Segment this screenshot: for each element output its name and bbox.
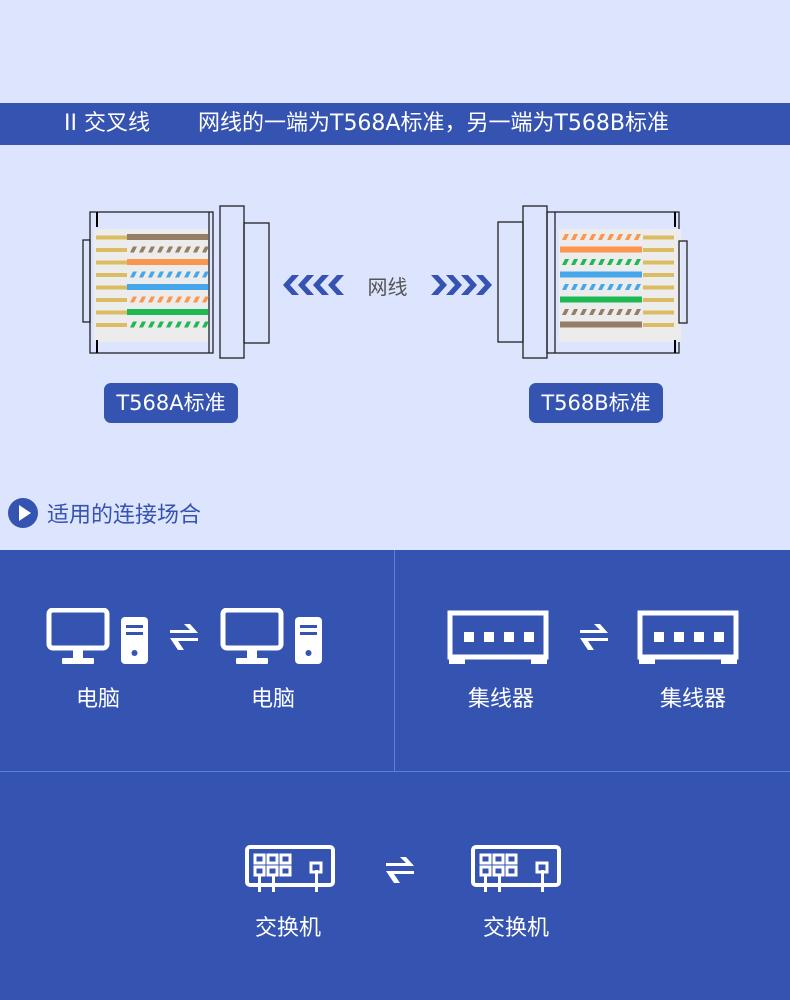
switch-icon: [244, 844, 336, 898]
exchange-arrows-icon: [384, 855, 416, 889]
section-description: 网线的一端为T568A标准，另一端为T568B标准: [198, 111, 670, 136]
device-label: 电脑: [250, 687, 295, 712]
section-heading: II 交叉线: [64, 111, 150, 136]
usage-section-title: 适用的连接场合: [8, 497, 201, 529]
device-label: 交换机: [482, 916, 549, 941]
cable-label: 网线: [367, 274, 408, 299]
t568a-connector-icon: [82, 205, 274, 360]
cable-link-indicator: 网线: [280, 268, 495, 302]
play-icon: [8, 498, 38, 528]
device-label: 集线器: [659, 687, 726, 712]
section-header-bar: II 交叉线 网线的一端为T568A标准，另一端为T568B标准: [0, 103, 790, 145]
t568b-connector-icon: [497, 205, 689, 360]
hub-icon: [637, 610, 739, 669]
usage-title-text: 适用的连接场合: [47, 503, 202, 528]
t568b-label-badge: T568B标准: [529, 383, 663, 423]
hub-icon: [447, 610, 549, 669]
exchange-arrows-icon: [578, 622, 610, 656]
device-label: 交换机: [254, 916, 321, 941]
t568a-label-badge: T568A标准: [104, 383, 238, 423]
switch-icon: [470, 844, 562, 898]
arrows-left-icon: [283, 275, 344, 295]
device-label: 电脑: [75, 687, 120, 712]
device-label: 集线器: [467, 687, 534, 712]
computer-icon: [220, 607, 325, 670]
exchange-arrows-icon: [168, 622, 200, 656]
arrows-right-icon: [431, 275, 492, 295]
vertical-divider: [394, 550, 395, 771]
computer-icon: [46, 607, 151, 670]
horizontal-divider: [0, 771, 790, 772]
